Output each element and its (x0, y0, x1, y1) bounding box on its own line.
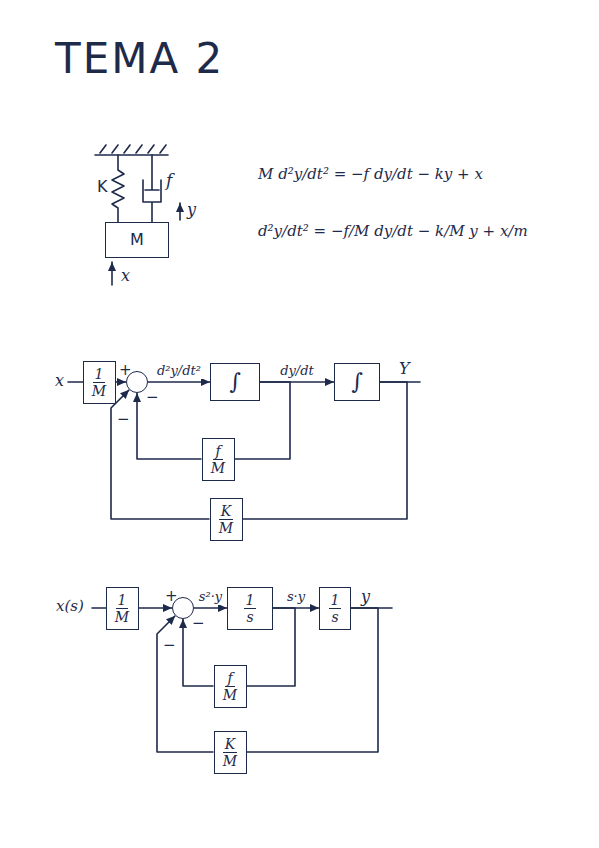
block-text: f (213, 443, 222, 460)
spring-label: K (97, 177, 108, 196)
summing-junction: +−− (126, 371, 148, 393)
block-text: M (209, 460, 227, 476)
signal-wire (194, 607, 227, 609)
block-text: ∫ (229, 369, 240, 395)
summing-junction: +−− (172, 597, 194, 619)
ceiling-hatch (100, 145, 166, 153)
integrator-block: ∫ (334, 363, 380, 401)
force-label: x (121, 266, 130, 285)
sign-symbol: − (163, 637, 176, 653)
damper-symbol (143, 155, 161, 222)
block-text: s (329, 609, 340, 625)
signal-name: Y (399, 359, 410, 378)
sign-symbol: + (119, 362, 132, 378)
block-text: M (113, 609, 131, 625)
displacement-label: y (187, 200, 196, 219)
signal-label: s·y (285, 589, 307, 605)
mass-block: M (105, 222, 169, 258)
signal-wire (247, 608, 379, 752)
gain-block: fM (202, 438, 235, 481)
block-text: K (223, 736, 237, 753)
signal-label: s²·y (197, 589, 224, 605)
gain-block: KM (214, 731, 247, 774)
block-text: K (219, 503, 233, 520)
block-text: M (221, 687, 239, 703)
signal-label: dy/dt (278, 363, 316, 379)
gain-block: 1M (83, 361, 116, 404)
signal-name: x (55, 371, 64, 390)
integrator-block: 1s (227, 587, 273, 630)
block-text: M (221, 753, 239, 769)
block-text: f (225, 670, 234, 687)
block-text: M (217, 520, 235, 536)
signal-wire (157, 616, 214, 752)
equation: M d²y/dt² = −f dy/dt − ky + x (258, 165, 483, 183)
damper-label: f (166, 170, 172, 190)
sign-symbol: − (146, 389, 159, 405)
integrator-block: ∫ (210, 363, 260, 401)
block-text: 1 (93, 366, 106, 383)
integrator-block: 1s (319, 587, 351, 630)
block-text: ∫ (351, 369, 362, 395)
block-text: 1 (329, 592, 342, 609)
gain-block: KM (210, 498, 243, 541)
signal-wire (148, 381, 210, 383)
x-arrow (111, 262, 113, 285)
ceiling-line (95, 154, 168, 156)
gain-block: fM (214, 665, 247, 708)
gain-block: 1M (106, 587, 139, 630)
equation: d²y/dt² = −f/M dy/dt − k/M y + x/m (258, 222, 528, 240)
sign-symbol: − (192, 615, 205, 631)
y-arrow (179, 203, 181, 220)
block-text: M (130, 232, 144, 248)
block-text: s (244, 609, 255, 625)
signal-label: d²y/dt² (155, 363, 203, 379)
block-text: M (90, 383, 108, 399)
signal-name: x(s) (56, 597, 84, 615)
sign-symbol: − (117, 411, 130, 427)
sign-symbol: + (165, 588, 178, 604)
signal-wire (139, 607, 173, 609)
signal-wire (111, 390, 210, 519)
spring-symbol (112, 155, 124, 222)
block-text: 1 (116, 592, 129, 609)
signal-name: y (361, 587, 370, 606)
block-text: 1 (244, 592, 257, 609)
signal-wire (116, 381, 127, 383)
signal-wire (243, 382, 408, 519)
page-title: TEMA 2 (55, 34, 224, 84)
